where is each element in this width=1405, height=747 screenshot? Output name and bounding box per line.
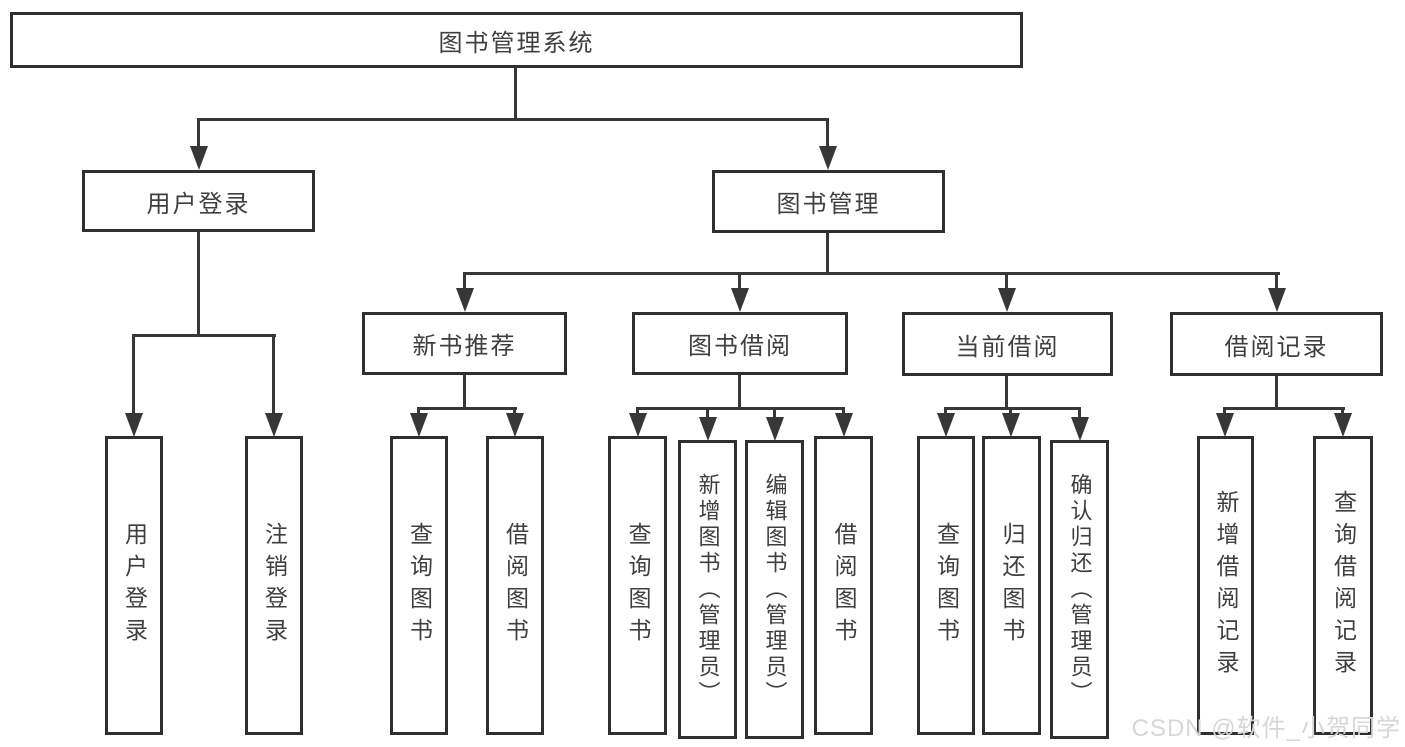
leaf-query-books-borrowing: 查询图书 <box>608 436 667 735</box>
node-user-login: 用户登录 <box>82 170 315 232</box>
leaf-borrow-books-borrowing: 借阅图书 <box>814 436 873 735</box>
arrow-down-icon <box>265 413 283 437</box>
leaf-logout: 注销登录 <box>245 436 303 735</box>
connector-line <box>636 407 845 410</box>
connector-line <box>197 232 200 336</box>
arrow-down-icon <box>731 288 749 312</box>
connector-line <box>1275 376 1278 410</box>
connector-line <box>1223 407 1345 410</box>
node-label: 当前借阅 <box>955 333 1060 361</box>
connector-line <box>944 407 1081 410</box>
leaf-label: 借阅图书 <box>831 521 857 650</box>
leaf-query-books-newbook: 查询图书 <box>390 436 448 735</box>
leaf-add-books-admin: 新增图书（管理员） <box>678 440 737 739</box>
connector-line <box>1005 272 1008 294</box>
leaf-label: 用户登录 <box>121 521 148 650</box>
node-library-management-system: 图书管理系统 <box>10 12 1023 68</box>
leaf-label: 查询图书 <box>406 521 433 650</box>
node-label: 图书管理系统 <box>438 29 595 57</box>
connector-line <box>197 118 200 150</box>
arrow-down-icon <box>1002 413 1020 437</box>
connector-line <box>826 233 829 275</box>
arrow-down-icon <box>456 288 474 312</box>
connector-line <box>463 272 466 294</box>
connector-line <box>514 68 517 120</box>
leaf-label: 确认归还（管理员） <box>1067 472 1093 707</box>
connector-line <box>1275 272 1278 294</box>
node-borrowing-records: 借阅记录 <box>1170 312 1383 376</box>
connector-line <box>773 407 776 421</box>
node-book-management: 图书管理 <box>712 170 945 233</box>
leaf-add-borrow-record: 新增借阅记录 <box>1197 436 1254 735</box>
leaf-label: 查询借阅记录 <box>1330 489 1357 682</box>
node-label: 用户登录 <box>146 190 251 218</box>
arrow-down-icon <box>998 288 1016 312</box>
leaf-query-books-current: 查询图书 <box>917 436 975 735</box>
connector-line <box>463 272 1280 275</box>
connector-line <box>197 118 829 121</box>
node-label: 图书借阅 <box>688 333 792 360</box>
leaf-label: 注销登录 <box>261 521 288 650</box>
arrow-down-icon <box>1216 413 1234 437</box>
node-label: 新书推荐 <box>412 333 517 360</box>
connector-line <box>738 375 741 410</box>
arrow-down-icon <box>766 417 784 441</box>
arrow-down-icon <box>819 146 837 170</box>
leaf-query-borrow-record: 查询借阅记录 <box>1313 436 1373 735</box>
connector-line <box>417 407 517 410</box>
leaf-borrow-books-newbook: 借阅图书 <box>486 436 544 735</box>
node-label: 借阅记录 <box>1224 333 1329 361</box>
node-new-book-recommendation: 新书推荐 <box>362 312 567 375</box>
leaf-label: 查询图书 <box>933 521 960 650</box>
leaf-confirm-return-admin: 确认归还（管理员） <box>1050 440 1109 739</box>
arrow-down-icon <box>1334 413 1352 437</box>
arrow-down-icon <box>190 146 208 170</box>
csdn-watermark: CSDN @软件_小贺同学 <box>1131 715 1401 742</box>
leaf-edit-books-admin: 编辑图书（管理员） <box>745 440 804 739</box>
connector-line <box>1078 407 1081 421</box>
connector-line <box>132 334 135 416</box>
connector-line <box>1005 376 1008 410</box>
node-book-borrowing: 图书借阅 <box>632 312 848 375</box>
connector-line <box>463 375 466 410</box>
arrow-down-icon <box>629 413 647 437</box>
connector-line <box>738 272 741 294</box>
arrow-down-icon <box>410 413 428 437</box>
arrow-down-icon <box>1071 417 1089 441</box>
node-label: 图书管理 <box>776 191 881 218</box>
leaf-label: 查询图书 <box>625 521 651 650</box>
arrow-down-icon <box>1268 288 1286 312</box>
arrow-down-icon <box>506 413 524 437</box>
leaf-user-login: 用户登录 <box>105 436 163 735</box>
connector-line <box>272 334 275 416</box>
leaf-label: 新增借阅记录 <box>1213 489 1239 682</box>
connector-line <box>706 407 709 421</box>
leaf-label: 归还图书 <box>999 521 1025 650</box>
connector-line <box>826 118 829 150</box>
arrow-down-icon <box>937 413 955 437</box>
leaf-return-books: 归还图书 <box>982 436 1041 735</box>
arrow-down-icon <box>125 413 143 437</box>
leaf-label: 编辑图书（管理员） <box>762 472 788 707</box>
leaf-label: 借阅图书 <box>502 521 529 650</box>
arrow-down-icon <box>699 417 717 441</box>
leaf-label: 新增图书（管理员） <box>695 472 721 707</box>
node-current-borrowing: 当前借阅 <box>902 312 1113 376</box>
connector-line <box>132 334 276 337</box>
arrow-down-icon <box>835 413 853 437</box>
